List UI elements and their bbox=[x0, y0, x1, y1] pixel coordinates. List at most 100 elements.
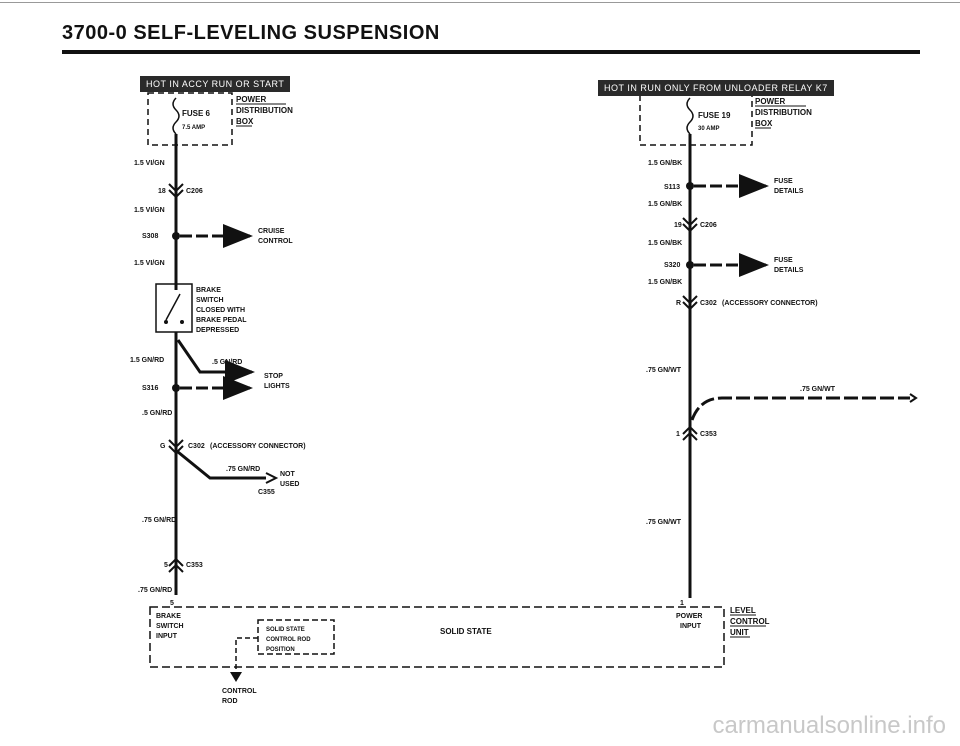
level-label-3: UNIT bbox=[730, 628, 749, 637]
right-c353-pin: 1 bbox=[676, 431, 680, 438]
brake-switch-label-2: SWITCH bbox=[196, 297, 224, 304]
left-c302-connector bbox=[168, 439, 184, 455]
left-c302-pin: G bbox=[160, 443, 166, 450]
right-circuit: FUSE 19 30 AMP POWER DISTRIBUTION BOX 1.… bbox=[639, 92, 918, 607]
right-unit-pin: 1 bbox=[680, 600, 684, 607]
page-title: 3700-0 SELF-LEVELING SUSPENSION bbox=[62, 22, 440, 44]
right-c353-label: C353 bbox=[700, 431, 717, 438]
right-branch-end bbox=[909, 393, 918, 403]
not-used-label-2: USED bbox=[280, 481, 299, 488]
stop-lights-wire bbox=[176, 339, 255, 384]
level-label-1: LEVEL bbox=[730, 606, 756, 615]
right-branch-label: .75 GN/WT bbox=[800, 386, 836, 393]
left-c353-pin: 5 bbox=[164, 562, 168, 569]
left-hot-banner: HOT IN ACCY RUN OR START bbox=[140, 76, 291, 92]
left-s308-label: S308 bbox=[142, 233, 158, 240]
level-control-unit: BRAKE SWITCH INPUT SOLID STATE CONTROL R… bbox=[149, 606, 770, 705]
brake-input-label-3: INPUT bbox=[156, 633, 178, 640]
brake-switch-label-4: BRAKE PEDAL bbox=[196, 317, 247, 324]
right-c206-pin: 19 bbox=[674, 222, 682, 229]
brake-switch-label-5: DEPRESSED bbox=[196, 327, 239, 334]
left-wire-label-2: 1.5 VI/GN bbox=[134, 207, 165, 214]
right-branch-wire bbox=[690, 396, 910, 421]
left-c353-connector bbox=[168, 557, 184, 573]
not-used-wire bbox=[177, 450, 266, 480]
right-c302-label: C302 bbox=[700, 300, 717, 307]
control-rod-arrow bbox=[230, 672, 242, 682]
level-label-2: CONTROL bbox=[730, 617, 770, 626]
right-c302-connector bbox=[682, 295, 698, 311]
right-fuse-details-2: DETAILS bbox=[774, 188, 804, 195]
right-hot-banner: HOT IN RUN ONLY FROM UNLOADER RELAY K7 bbox=[598, 80, 834, 96]
top-edge-rule bbox=[0, 2, 960, 3]
left-fuse-rating: 7.5 AMP bbox=[182, 125, 205, 131]
right-fuse-symbol bbox=[686, 97, 694, 135]
left-c206-pin: 18 bbox=[158, 188, 166, 195]
title-rule bbox=[62, 50, 920, 54]
right-wire-label-5: .75 GN/WT bbox=[646, 367, 682, 374]
left-c302-desc: (ACCESSORY CONNECTOR) bbox=[210, 443, 306, 450]
right-power-dist-label-3: BOX bbox=[755, 119, 773, 128]
left-power-dist-label-2: DISTRIBUTION bbox=[236, 106, 293, 115]
brake-switch-contact bbox=[165, 293, 181, 321]
right-wire-label-6: .75 GN/WT bbox=[646, 519, 682, 526]
right-s320-splice bbox=[686, 261, 694, 269]
left-c206-connector bbox=[168, 183, 184, 199]
right-fuse-details-b1: FUSE bbox=[774, 257, 793, 264]
brake-input-label-2: SWITCH bbox=[156, 623, 184, 630]
left-wire-label-3: 1.5 VI/GN bbox=[134, 260, 165, 267]
brake-switch-pivot bbox=[164, 320, 168, 324]
not-used-end bbox=[265, 472, 279, 484]
stop-wire-label: .5 GN/RD bbox=[212, 359, 242, 366]
right-s113-label: S113 bbox=[664, 184, 680, 191]
right-power-dist-label-2: DISTRIBUTION bbox=[755, 108, 812, 117]
power-input-label-1: POWER bbox=[676, 613, 702, 620]
left-c353-label: C353 bbox=[186, 562, 203, 569]
left-wire-label-7: .75 GN/RD bbox=[138, 587, 172, 594]
left-s308-splice bbox=[172, 232, 180, 240]
brake-switch-box bbox=[155, 283, 193, 333]
power-input-label-2: INPUT bbox=[680, 623, 702, 630]
right-power-distribution-box bbox=[639, 92, 753, 146]
left-wire-label-1: 1.5 VI/GN bbox=[134, 160, 165, 167]
right-c206-connector bbox=[682, 217, 698, 233]
control-rod-box-label-3: POSITION bbox=[266, 647, 295, 653]
right-fuse-rating: 30 AMP bbox=[698, 126, 719, 132]
right-power-dist-label-1: POWER bbox=[755, 97, 785, 106]
left-s316-splice bbox=[172, 384, 180, 392]
left-power-dist-label-1: POWER bbox=[236, 95, 266, 104]
right-c206-label: C206 bbox=[700, 222, 717, 229]
control-rod-link bbox=[235, 637, 258, 672]
brake-switch-label-1: BRAKE bbox=[196, 287, 221, 294]
brake-switch-label-3: CLOSED WITH bbox=[196, 307, 245, 314]
right-wire-label-1: 1.5 GN/BK bbox=[648, 160, 682, 167]
control-unit-box bbox=[149, 606, 725, 668]
left-cruise-label-1: CRUISE bbox=[258, 228, 285, 235]
control-rod-box-label-2: CONTROL ROD bbox=[266, 637, 311, 643]
not-used-label-1: NOT bbox=[280, 471, 296, 478]
left-wire-label-4: 1.5 GN/RD bbox=[130, 357, 164, 364]
left-c206-label: C206 bbox=[186, 188, 203, 195]
not-used-wire-label: .75 GN/RD bbox=[226, 466, 260, 473]
left-wire-label-5: .5 GN/RD bbox=[142, 410, 172, 417]
right-wire-label-4: 1.5 GN/BK bbox=[648, 279, 682, 286]
left-power-dist-label-3: BOX bbox=[236, 117, 254, 126]
stop-lights-label-1: STOP bbox=[264, 373, 283, 380]
left-wire-label-6: .75 GN/RD bbox=[142, 517, 176, 524]
right-s113-splice bbox=[686, 182, 694, 190]
left-unit-pin: 5 bbox=[170, 600, 174, 607]
right-fuse-details-1: FUSE bbox=[774, 178, 793, 185]
watermark-text: carmanualsonline.info bbox=[712, 712, 946, 739]
left-cruise-label-2: CONTROL bbox=[258, 238, 293, 245]
left-s316-label: S316 bbox=[142, 385, 158, 392]
control-rod-label-1: CONTROL bbox=[222, 688, 257, 695]
left-power-distribution-box bbox=[147, 92, 233, 146]
stop-lights-label-2: LIGHTS bbox=[264, 383, 290, 390]
control-rod-position-box bbox=[257, 619, 335, 655]
right-wire-label-3: 1.5 GN/BK bbox=[648, 240, 682, 247]
right-s320-label: S320 bbox=[664, 262, 680, 269]
brake-input-label-1: BRAKE bbox=[156, 613, 181, 620]
right-c353-connector bbox=[682, 425, 698, 441]
control-rod-box-label-1: SOLID STATE bbox=[266, 627, 305, 633]
